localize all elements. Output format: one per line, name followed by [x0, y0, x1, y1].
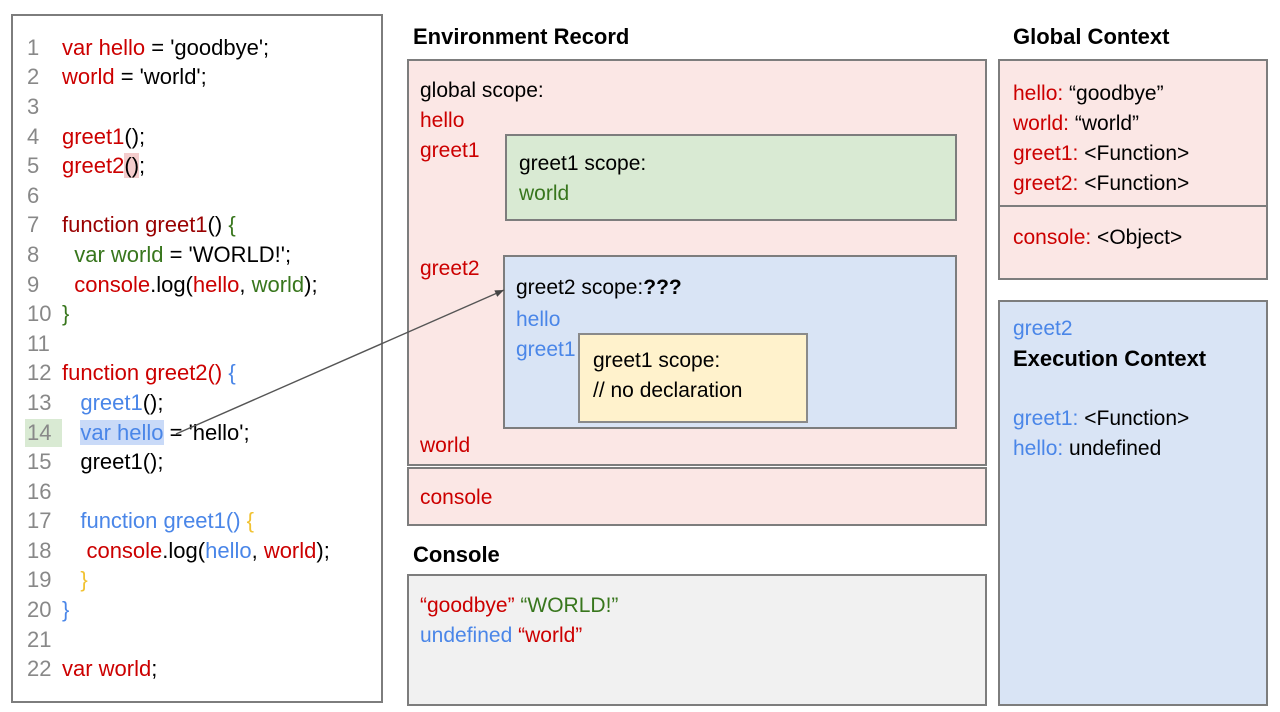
line-number: 4	[27, 123, 40, 149]
code-line: 9 console.log(hello, world);	[13, 270, 381, 300]
greet2-scope-label: greet2 scope:???	[516, 276, 682, 299]
code-text: }	[80, 567, 88, 593]
code-text: world = 'world';	[62, 64, 207, 90]
code-line: 16	[13, 477, 381, 507]
code-line: 4 greet1();	[13, 122, 381, 152]
code-line: 1 var hello = 'goodbye';	[13, 33, 381, 63]
code-line: 7 function greet1() {	[13, 211, 381, 241]
code-text: var hello = 'goodbye';	[62, 34, 270, 60]
code-editor-panel: 1 var hello = 'goodbye'; 2 world = 'world';…	[11, 14, 383, 703]
code-line: 6	[13, 181, 381, 211]
inner-greet1-scope-box: greet1 scope: // no declaration	[578, 333, 808, 423]
code-text: console.log(hello, world);	[86, 537, 330, 563]
execution-context-row-hello: hello: undefined	[1013, 437, 1162, 460]
line-number: 9	[27, 271, 40, 297]
line-number: 16	[27, 478, 52, 504]
code-line: 5 greet2();	[13, 151, 381, 181]
code-line: 15 greet1();	[13, 447, 381, 477]
execution-context-row-greet1: greet1: <Function>	[1013, 407, 1190, 430]
code-text: greet1();	[80, 389, 164, 415]
code-line: 11	[13, 329, 381, 359]
line-number: 19	[27, 567, 52, 593]
code-text: }	[62, 597, 70, 623]
greet2-scope-var-greet1: greet1	[516, 338, 576, 361]
code-line: 10}	[13, 299, 381, 329]
line-number: 11	[27, 330, 50, 356]
line-number: 10	[27, 301, 52, 327]
greet1-scope-box: greet1 scope: world	[505, 134, 957, 221]
environment-record-box: global scope: hello greet1 greet1 scope:…	[407, 59, 987, 466]
code-line: 2 world = 'world';	[13, 63, 381, 93]
greet2-scope-var-hello: hello	[516, 308, 561, 331]
line-number: 18	[27, 537, 52, 563]
line-number: 22	[27, 656, 52, 682]
code-line: 19 }	[13, 566, 381, 596]
global-var-world: world	[420, 434, 471, 457]
code-line: 21	[13, 625, 381, 655]
line-number: 17	[27, 508, 52, 534]
execution-context-name: greet2	[1013, 317, 1073, 340]
global-context-row-console: console: <Object>	[1013, 226, 1183, 249]
greet1-scope-label: greet1 scope:	[519, 152, 647, 175]
code-line: 12 function greet2() {	[13, 359, 381, 389]
environment-record-console-box: console	[407, 467, 987, 526]
line-number: 7	[27, 212, 40, 238]
code-line: 17 function greet1() {	[13, 507, 381, 537]
line-number: 5	[27, 153, 40, 179]
line-number: 1	[27, 34, 40, 60]
code-line: 13 greet1();	[13, 388, 381, 418]
line-number: 13	[27, 389, 52, 415]
global-context-row-greet2: greet2: <Function>	[1013, 172, 1190, 195]
execution-context-title: Execution Context	[1013, 346, 1207, 371]
code-text: greet1();	[62, 123, 146, 149]
line-number: 20	[27, 597, 52, 623]
code-line: 8 var world = 'WORLD!';	[13, 240, 381, 270]
global-context-row-hello: hello: “goodbye”	[1013, 82, 1164, 105]
line-number: 3	[27, 93, 40, 119]
code-text: greet1();	[62, 449, 164, 475]
code-text: var world = 'WORLD!';	[74, 241, 292, 267]
console-output-line-2: undefined “world”	[420, 624, 583, 647]
global-context-divider	[998, 205, 1268, 207]
no-declaration-comment: // no declaration	[593, 379, 743, 402]
code-text: console.log(hello, world);	[74, 271, 318, 297]
code-text: greet2();	[62, 153, 146, 179]
line-number: 2	[27, 64, 40, 90]
global-scope-label: global scope:	[420, 79, 544, 102]
line-number: 21	[27, 626, 52, 652]
line-number: 6	[27, 182, 40, 208]
global-var-console: console	[420, 486, 493, 509]
line-number: 8	[27, 241, 40, 267]
line-number: 14	[25, 418, 62, 447]
global-var-greet2: greet2	[420, 257, 480, 280]
global-var-hello: hello	[420, 109, 465, 132]
code-line: 20}	[13, 595, 381, 625]
console-title: Console	[413, 542, 500, 567]
code-text: function greet1() {	[80, 508, 255, 534]
code-text: function greet1() {	[62, 212, 236, 238]
line-number: 15	[27, 449, 52, 475]
greet1-scope-var-world: world	[519, 182, 570, 205]
global-context-box: hello: “goodbye” world: “world” greet1: …	[998, 59, 1268, 280]
global-context-row-world: world: “world”	[1013, 112, 1140, 135]
code-line: 14 var hello = 'hello';	[13, 418, 381, 448]
line-number: 12	[27, 360, 52, 386]
console-output-line-1: “goodbye” “WORLD!”	[420, 594, 619, 617]
code-line: 22 var world;	[13, 654, 381, 684]
code-lines: 1 var hello = 'goodbye'; 2 world = 'world';…	[13, 33, 381, 684]
inner-greet1-scope-label: greet1 scope:	[593, 349, 721, 372]
global-context-title: Global Context	[1013, 24, 1170, 49]
code-text: }	[62, 301, 70, 327]
code-text: var world;	[62, 656, 158, 682]
code-text: function greet2() {	[62, 360, 236, 386]
code-line: 3	[13, 92, 381, 122]
environment-record-title: Environment Record	[413, 24, 630, 49]
code-line: 18 console.log(hello, world);	[13, 536, 381, 566]
global-var-greet1: greet1	[420, 139, 480, 162]
console-output-box: “goodbye” “WORLD!” undefined “world”	[407, 574, 987, 706]
code-text: var hello = 'hello';	[80, 419, 250, 445]
execution-context-box: greet2 Execution Context greet1: <Functi…	[998, 300, 1268, 706]
global-context-row-greet1: greet1: <Function>	[1013, 142, 1190, 165]
greet2-scope-box: greet2 scope:??? hello greet1 greet1 sco…	[503, 255, 957, 429]
